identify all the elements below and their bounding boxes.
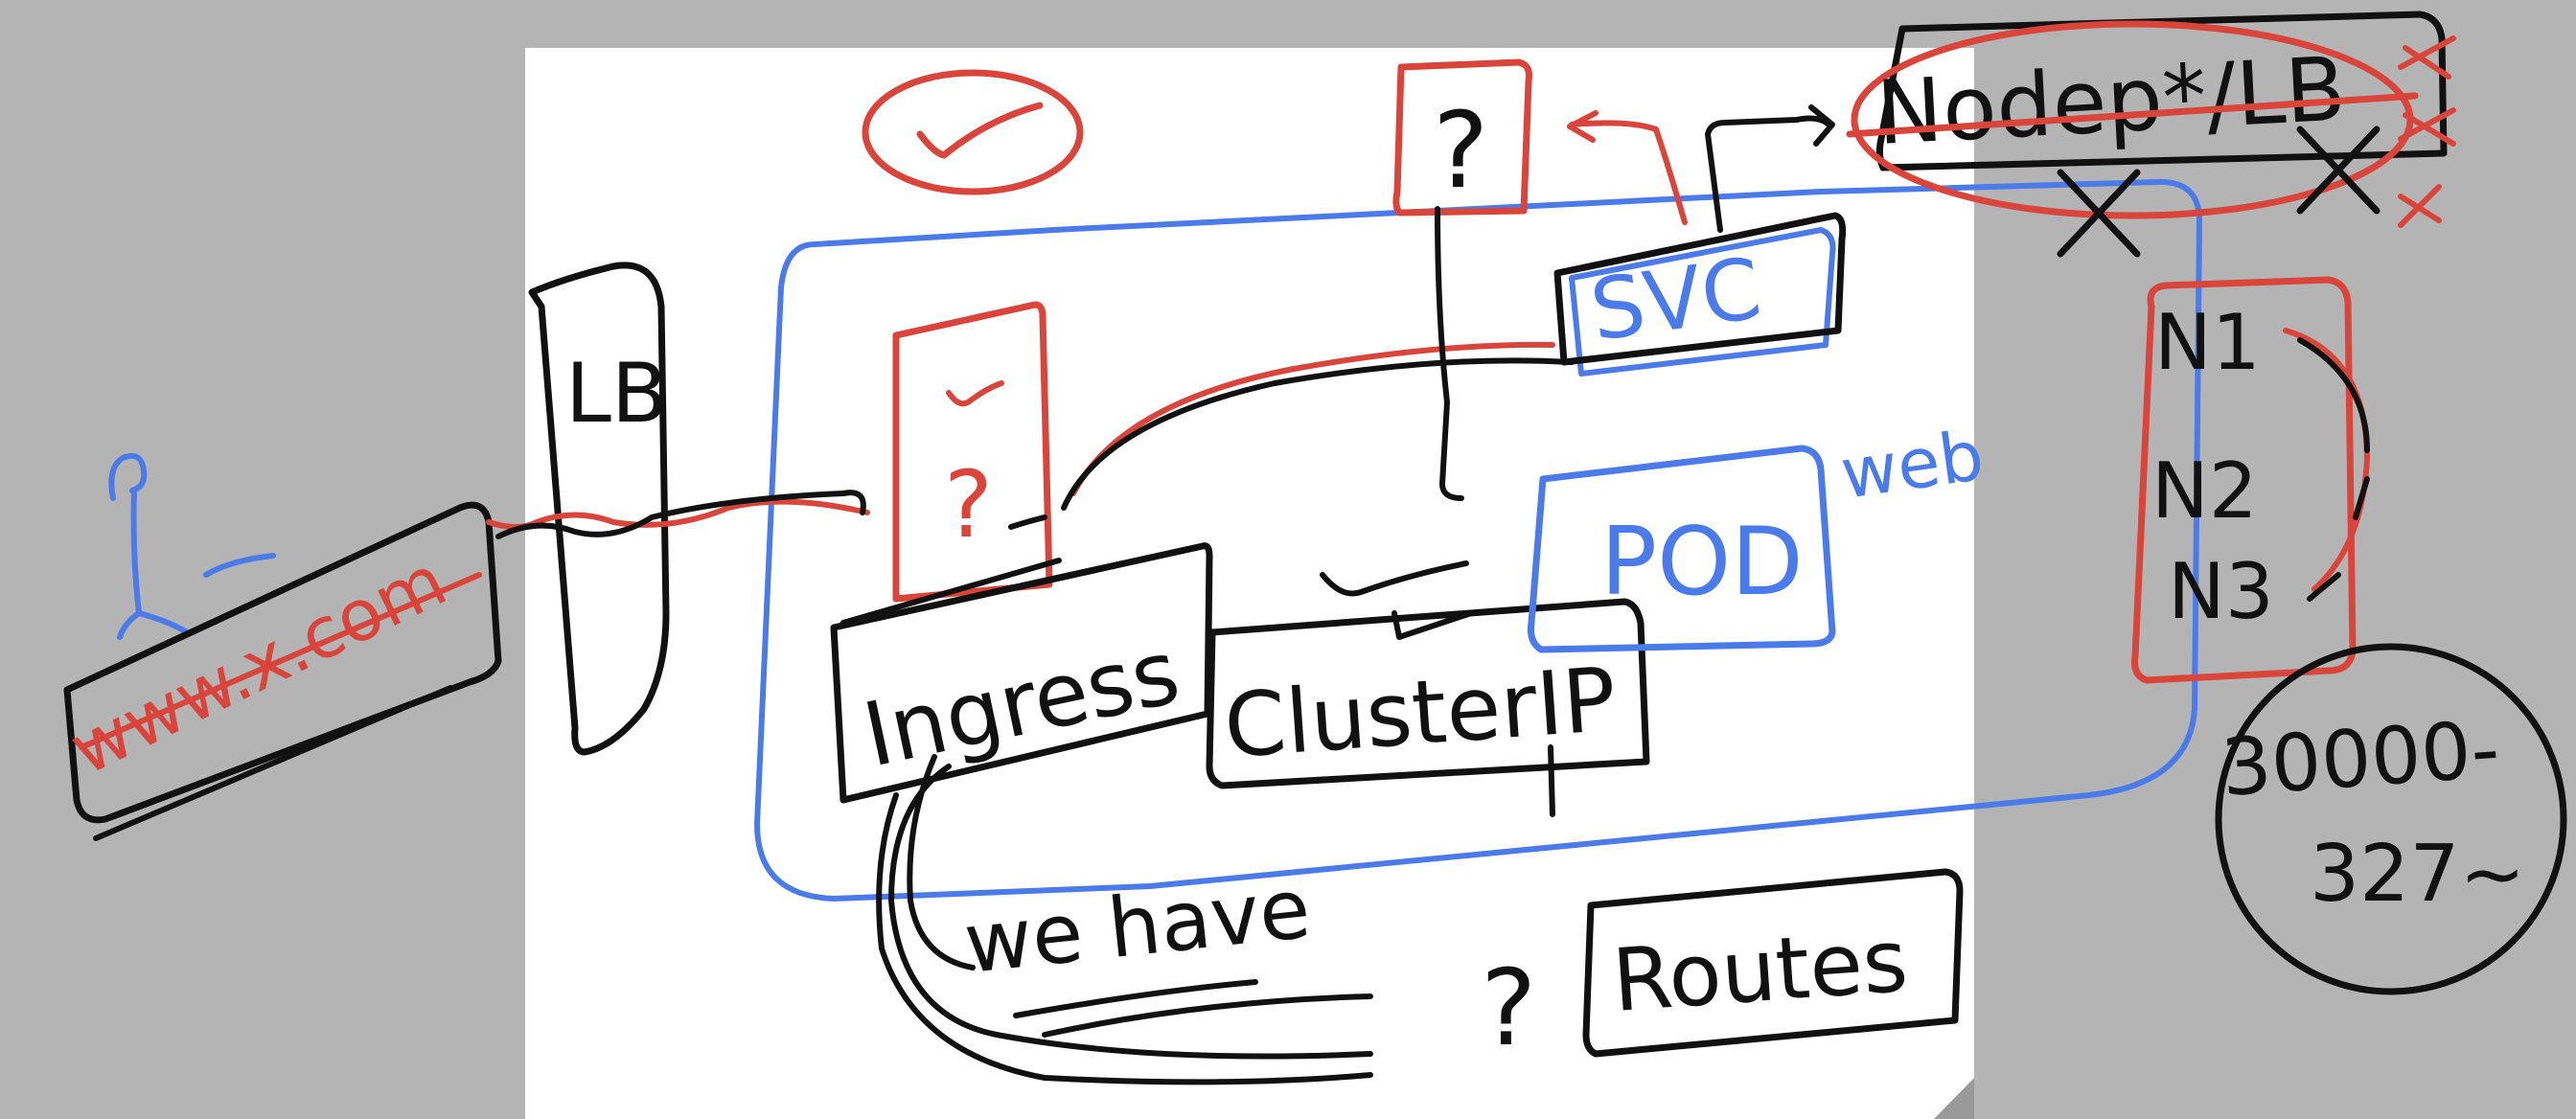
nodes-box: N1 N2 N3 <box>2131 276 2370 684</box>
cross-left-icon <box>2057 169 2141 258</box>
svc-to-question-arrow <box>1569 120 1688 225</box>
routes-label: Routes <box>1609 911 1911 1032</box>
sheet-corner-fold <box>1934 1078 1974 1119</box>
web-label: web <box>1836 415 1989 514</box>
port-range-circle: 30000- 327~ <box>2215 643 2567 995</box>
node-3-label: N3 <box>2168 547 2274 636</box>
svc-to-nodeport-arrow <box>1705 115 1833 233</box>
ingress-controller-box: ? <box>892 301 1053 603</box>
port-range-start: 30000- <box>2219 704 2502 814</box>
port-range-end: 327~ <box>2310 829 2525 920</box>
red-crosses-icon <box>2398 35 2456 228</box>
check-circle-icon <box>862 69 1084 195</box>
question-box: ? <box>1392 58 1532 217</box>
svc-to-question-arrowhead <box>1567 110 1598 143</box>
lb-box: LB <box>528 262 670 756</box>
svc-to-nodeport-arrowhead <box>1808 104 1835 147</box>
pod-label: POD <box>1600 508 1804 617</box>
lb-label: LB <box>565 346 668 442</box>
pod-box: POD web <box>1528 415 1989 653</box>
node-2-label: N2 <box>2151 446 2258 536</box>
routes-box: Routes ? <box>1481 868 1964 1069</box>
nodeport-lb-box: Nodep*/LB <box>1846 11 2456 258</box>
cross-right-icon <box>2296 126 2380 215</box>
strike-line <box>1846 92 2419 138</box>
routes-question: ? <box>1481 947 1536 1069</box>
traffic-line-black <box>495 490 866 539</box>
cluster-boundary <box>754 178 2202 902</box>
user-figure-icon <box>108 452 276 640</box>
svc-box: SVC <box>1553 212 1847 377</box>
ingress-to-svc-red <box>1070 341 1555 496</box>
question-box-mark: ? <box>1433 89 1488 212</box>
node-1-label: N1 <box>2154 298 2261 387</box>
url-box: www.x.com <box>58 501 502 841</box>
nodeport-lb-label: Nodep*/LB <box>1874 37 2349 164</box>
ingress-controller-question: ? <box>944 451 993 559</box>
ingress-to-svc-black <box>1061 357 1575 511</box>
svc-label: SVC <box>1585 239 1767 360</box>
question-to-clusterip-line <box>1435 206 1464 501</box>
